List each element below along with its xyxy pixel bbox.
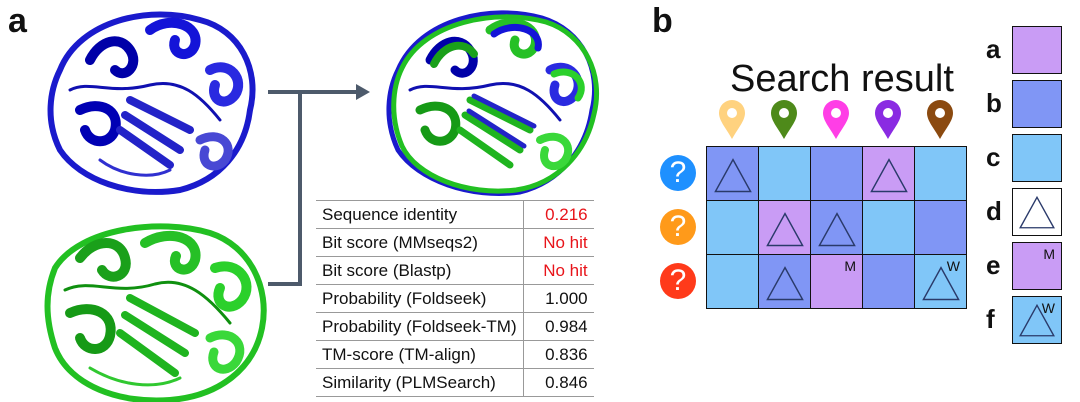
metric-value: No hit bbox=[522, 256, 594, 285]
legend-letter: e bbox=[986, 250, 1001, 280]
legend-letter: d bbox=[986, 196, 1002, 226]
result-cell bbox=[862, 200, 915, 255]
metric-row: Bit score (Blastp)No hit bbox=[316, 256, 594, 285]
cell-mark: M bbox=[1043, 246, 1055, 262]
protein-structure-green bbox=[44, 223, 267, 402]
triangle-icon bbox=[714, 158, 752, 193]
metric-label: Probability (Foldseek-TM) bbox=[316, 312, 524, 341]
location-pin-icon bbox=[719, 100, 745, 139]
legend-swatch: W bbox=[1012, 296, 1062, 344]
cell-mark: W bbox=[946, 258, 960, 274]
cell-mark: M bbox=[844, 258, 856, 274]
metric-value: 0.216 bbox=[522, 200, 594, 229]
result-cell bbox=[706, 254, 759, 309]
protein-structure-blue bbox=[47, 11, 256, 195]
location-pin-icon bbox=[823, 100, 849, 139]
legend-letter: a bbox=[986, 34, 1001, 64]
legend-swatch: M bbox=[1012, 242, 1062, 290]
result-cell bbox=[758, 146, 811, 201]
result-cell bbox=[758, 200, 811, 255]
triangle-icon bbox=[818, 212, 856, 247]
metric-row: TM-score (TM-align)0.836 bbox=[316, 340, 594, 369]
legend-swatch bbox=[1012, 26, 1062, 74]
legend-swatch bbox=[1012, 80, 1062, 128]
result-cell bbox=[758, 254, 811, 309]
metric-row: Similarity (PLMSearch)0.846 bbox=[316, 368, 594, 397]
metric-label: Probability (Foldseek) bbox=[316, 284, 524, 313]
metric-value: 0.836 bbox=[522, 340, 594, 369]
result-cell bbox=[914, 200, 967, 255]
query-question-icon: ? bbox=[660, 209, 696, 245]
metric-label: Similarity (PLMSearch) bbox=[316, 368, 524, 397]
metric-value: 1.000 bbox=[522, 284, 594, 313]
panel-label-a: a bbox=[8, 2, 27, 40]
metric-label: Sequence identity bbox=[316, 200, 524, 229]
result-cell bbox=[706, 146, 759, 201]
legend-swatch bbox=[1012, 188, 1062, 236]
triangle-icon bbox=[870, 158, 908, 193]
location-pin-icon bbox=[927, 100, 953, 139]
metric-label: TM-score (TM-align) bbox=[316, 340, 524, 369]
search-result-title: Search result bbox=[730, 58, 954, 100]
legend-letter: c bbox=[986, 142, 1001, 172]
result-cell: M bbox=[810, 254, 863, 309]
protein-structure-superposition bbox=[386, 10, 600, 196]
legend-letter: b bbox=[986, 88, 1002, 118]
result-cell bbox=[810, 200, 863, 255]
query-question-icon: ? bbox=[660, 263, 696, 299]
panel-label-b: b bbox=[652, 2, 673, 40]
result-cell bbox=[914, 146, 967, 201]
result-cell bbox=[810, 146, 863, 201]
location-pin-icon bbox=[875, 100, 901, 139]
result-cell: W bbox=[914, 254, 967, 309]
metric-value: 0.984 bbox=[522, 312, 594, 341]
result-cell bbox=[862, 146, 915, 201]
triangle-icon bbox=[766, 212, 804, 247]
cell-mark: W bbox=[1041, 300, 1055, 316]
triangle-icon bbox=[922, 266, 960, 301]
metric-label: Bit score (Blastp) bbox=[316, 256, 524, 285]
triangle-icon bbox=[1019, 195, 1055, 229]
location-pin-icon bbox=[771, 100, 797, 139]
metric-value: No hit bbox=[522, 228, 594, 257]
query-question-icon: ? bbox=[660, 155, 696, 191]
result-cell bbox=[706, 200, 759, 255]
triangle-icon bbox=[766, 266, 804, 301]
metric-row: Probability (Foldseek-TM)0.984 bbox=[316, 312, 594, 341]
metric-value: 0.846 bbox=[522, 368, 594, 397]
metric-label: Bit score (MMseqs2) bbox=[316, 228, 524, 257]
metric-row: Probability (Foldseek)1.000 bbox=[316, 284, 594, 313]
alignment-arrow bbox=[268, 84, 370, 286]
legend-letter: f bbox=[986, 304, 995, 334]
metric-row: Bit score (MMseqs2)No hit bbox=[316, 228, 594, 257]
legend-swatch bbox=[1012, 134, 1062, 182]
triangle-icon bbox=[1019, 303, 1055, 337]
result-cell bbox=[862, 254, 915, 309]
